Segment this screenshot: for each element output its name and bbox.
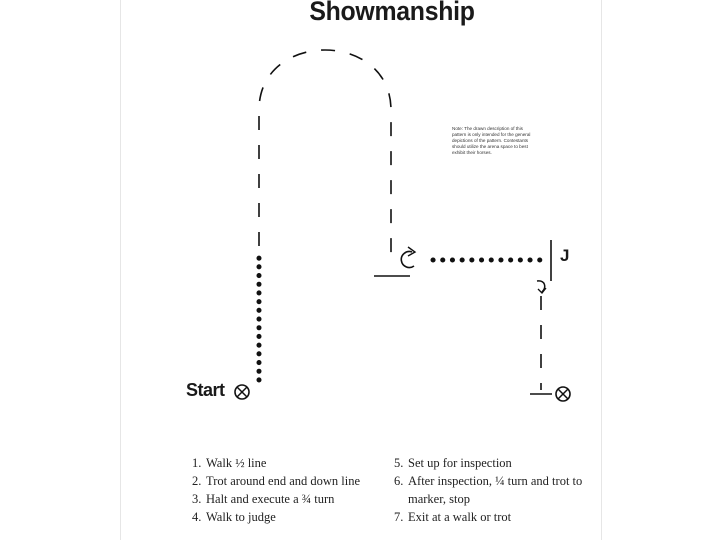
end-circle-x-icon xyxy=(555,386,571,402)
step-number: 7. xyxy=(394,510,404,524)
step-number: 3. xyxy=(192,492,202,506)
step-text: marker, stop xyxy=(408,492,470,506)
start-circle-x-icon xyxy=(234,384,250,400)
instruction-step: 1. Walk ½ line xyxy=(192,454,360,472)
page-title: Showmanship xyxy=(309,0,475,26)
instruction-step: 6. After inspection, ¼ turn and trot to xyxy=(394,472,604,490)
step-number: 1. xyxy=(192,456,202,470)
step-text: Halt and execute a ¾ turn xyxy=(206,492,335,506)
instruction-step: 5. Set up for inspection xyxy=(394,454,604,472)
pattern-note: Note: The drawn description of this patt… xyxy=(452,126,531,155)
judge-marker-label: J xyxy=(560,246,570,265)
step-number: 4. xyxy=(192,510,202,524)
step-text: Exit at a walk or trot xyxy=(408,510,512,524)
step-number xyxy=(394,490,408,508)
step-number: 2. xyxy=(192,474,202,488)
instruction-step: 4. Walk to judge xyxy=(192,508,360,526)
page-margin-left xyxy=(120,0,121,540)
quarter-turn-arrow-icon xyxy=(536,280,547,294)
instruction-step: 7. Exit at a walk or trot xyxy=(394,508,604,526)
instruction-step: 2. Trot around end and down line xyxy=(192,472,360,490)
step-text: Walk to judge xyxy=(206,510,276,524)
step-text: Walk ½ line xyxy=(206,456,267,470)
instruction-step: 3. Halt and execute a ¾ turn xyxy=(192,490,360,508)
step-text: Set up for inspection xyxy=(408,456,512,470)
instructions-left-column: 1. Walk ½ line 2. Trot around end and do… xyxy=(192,454,360,526)
step-number: 6. xyxy=(394,474,404,488)
instructions-right-column: 5. Set up for inspection 6. After inspec… xyxy=(394,454,604,526)
step-text: Trot around end and down line xyxy=(206,474,361,488)
trot-path-around-end xyxy=(258,49,392,262)
page-margin-right xyxy=(601,0,602,540)
clockwise-turn-arrow-icon xyxy=(400,246,417,269)
start-label: Start xyxy=(186,380,225,400)
instruction-step-continuation: marker, stop xyxy=(394,490,604,508)
step-text: After inspection, ¼ turn and trot to xyxy=(408,474,583,488)
step-number: 5. xyxy=(394,456,404,470)
